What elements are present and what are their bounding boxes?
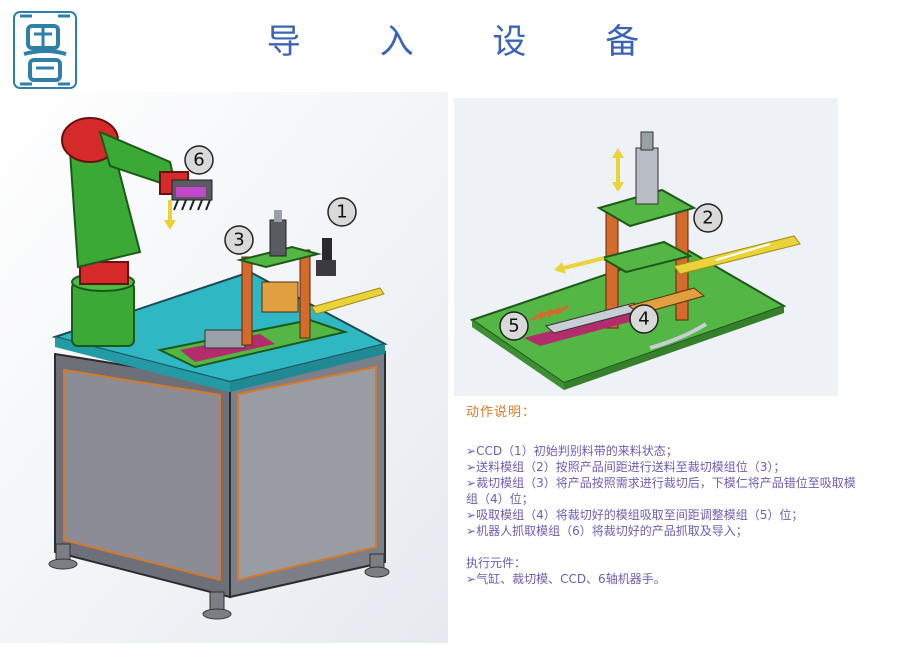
callout-4: 4 — [629, 304, 659, 334]
page-title: 导 入 设 备 — [266, 22, 674, 62]
callout-5-label: 5 — [508, 316, 519, 337]
company-logo — [12, 10, 78, 90]
callout-3-label: 3 — [233, 230, 244, 251]
components-heading: 执行元件： — [466, 556, 527, 570]
components-list: ➢气缸、裁切模、CCD、6轴机器手。 — [466, 572, 666, 586]
callout-5: 5 — [499, 311, 529, 341]
description-item: ➢裁切模组（3）将产品按照需求进行裁切后，下模仁将产品错位至吸取模组（4）位； — [466, 476, 856, 506]
callout-4-label: 4 — [638, 309, 649, 330]
callout-3: 3 — [224, 225, 254, 255]
description-item: ➢送料模组（2）按照产品间距进行送料至裁切模组位（3）； — [466, 460, 786, 474]
bullet-arrow-icon: ➢ — [466, 460, 477, 474]
callout-2-label: 2 — [702, 208, 713, 229]
callout-1-label: 1 — [336, 202, 347, 223]
module-detail-illustration: 2 5 4 — [454, 98, 838, 396]
bullet-arrow-icon: ➢ — [466, 476, 477, 490]
bullet-arrow-icon: ➢ — [466, 572, 477, 586]
callout-6-label: 6 — [193, 150, 204, 171]
bullet-arrow-icon: ➢ — [466, 524, 477, 538]
description-item: ➢机器人抓取模组（6）将裁切好的产品抓取及导入； — [466, 524, 748, 538]
callout-2: 2 — [693, 203, 723, 233]
action-description: 动作说明： ➢CCD（1）初始判别料带的来料状态； ➢送料模组（2）按照产品间距… — [466, 405, 866, 587]
bullet-arrow-icon: ➢ — [466, 444, 477, 458]
description-item: ➢吸取模组（4）将裁切好的模组吸取至间距调整模组（5）位； — [466, 508, 804, 522]
action-description-heading: 动作说明： — [466, 405, 537, 420]
description-item: ➢CCD（1）初始判别料带的来料状态； — [466, 444, 678, 458]
callout-6: 6 — [184, 145, 214, 175]
company-logo-icon — [13, 11, 77, 89]
robot-cell-illustration: 6 3 1 — [0, 92, 448, 643]
bullet-arrow-icon: ➢ — [466, 508, 477, 522]
callout-1: 1 — [327, 197, 357, 227]
